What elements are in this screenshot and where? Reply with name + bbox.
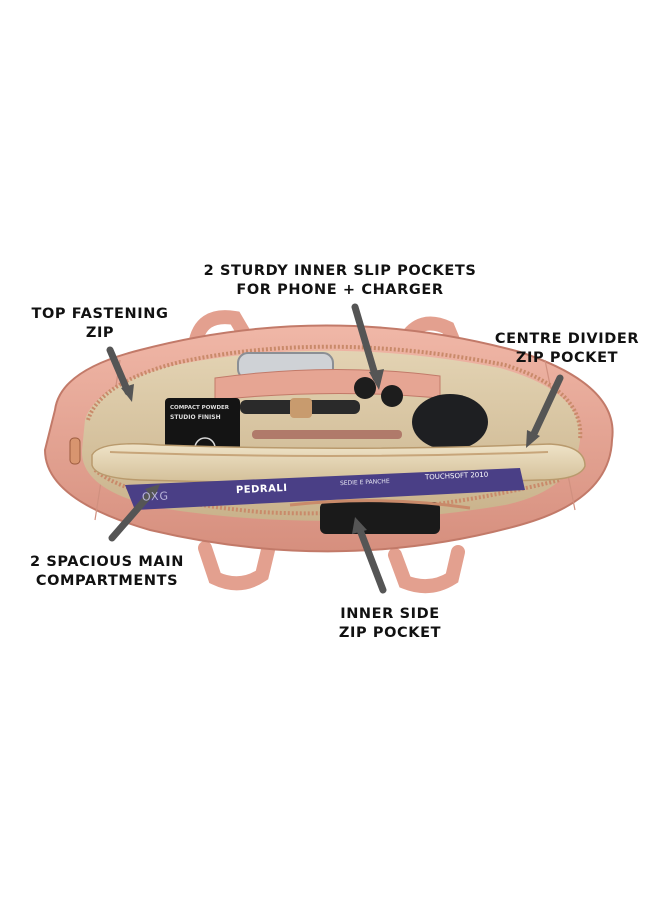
label-main-compartments-line1: 2 SPACIOUS MAIN <box>30 554 184 570</box>
label-side-zip-line2: ZIP POCKET <box>338 625 442 641</box>
earbud-right <box>381 385 403 407</box>
bottom-handle-left <box>198 541 275 591</box>
bottom-zipper <box>93 468 561 516</box>
bottom-handle-right <box>388 545 465 594</box>
label-top-zip: TOP FASTENING ZIP <box>20 305 180 343</box>
label-centre-divider-line2: ZIP POCKET <box>515 350 619 366</box>
earbud-left <box>354 377 376 399</box>
label-side-zip: INNER SIDE ZIP POCKET <box>325 605 455 643</box>
label-slip-pockets-line1: 2 STURDY INNER SLIP POCKETS <box>203 263 477 279</box>
label-main-compartments-line2: COMPARTMENTS <box>35 573 179 589</box>
book-brand-text: PEDRALI <box>235 482 288 497</box>
pointer-slip-pockets <box>351 303 384 390</box>
round-pouch <box>412 394 488 450</box>
label-centre-divider: CENTRE DIVIDER ZIP POCKET <box>482 330 652 368</box>
book-left-text: OXG <box>141 489 170 504</box>
top-zipper <box>86 344 583 441</box>
label-main-compartments: 2 SPACIOUS MAIN COMPARTMENTS <box>22 553 192 591</box>
pointer-top-zip <box>106 346 134 402</box>
eyeliner <box>252 430 402 439</box>
book <box>125 468 525 510</box>
label-slip-pockets-line2: FOR PHONE + CHARGER <box>236 282 444 298</box>
wallet <box>320 502 440 534</box>
pointer-centre-divider <box>526 374 564 448</box>
lipstick-cap <box>290 398 312 418</box>
label-top-zip-line2: ZIP <box>85 325 115 341</box>
label-slip-pockets: 2 STURDY INNER SLIP POCKETS FOR PHONE + … <box>190 262 490 300</box>
label-centre-divider-line1: CENTRE DIVIDER <box>494 331 640 347</box>
label-side-zip-line1: INNER SIDE <box>340 606 440 622</box>
label-top-zip-line1: TOP FASTENING <box>31 306 169 322</box>
pointer-side-zip <box>352 517 387 594</box>
pointer-main-compartments <box>108 484 160 542</box>
side-zip-pocket <box>289 499 471 510</box>
divider-zip-line <box>109 451 549 457</box>
powder-box-text-1: STUDIO FINISH <box>170 414 221 421</box>
powder-box-text-2: COMPACT POWDER <box>170 405 230 411</box>
zip-pull-left <box>69 437 81 465</box>
